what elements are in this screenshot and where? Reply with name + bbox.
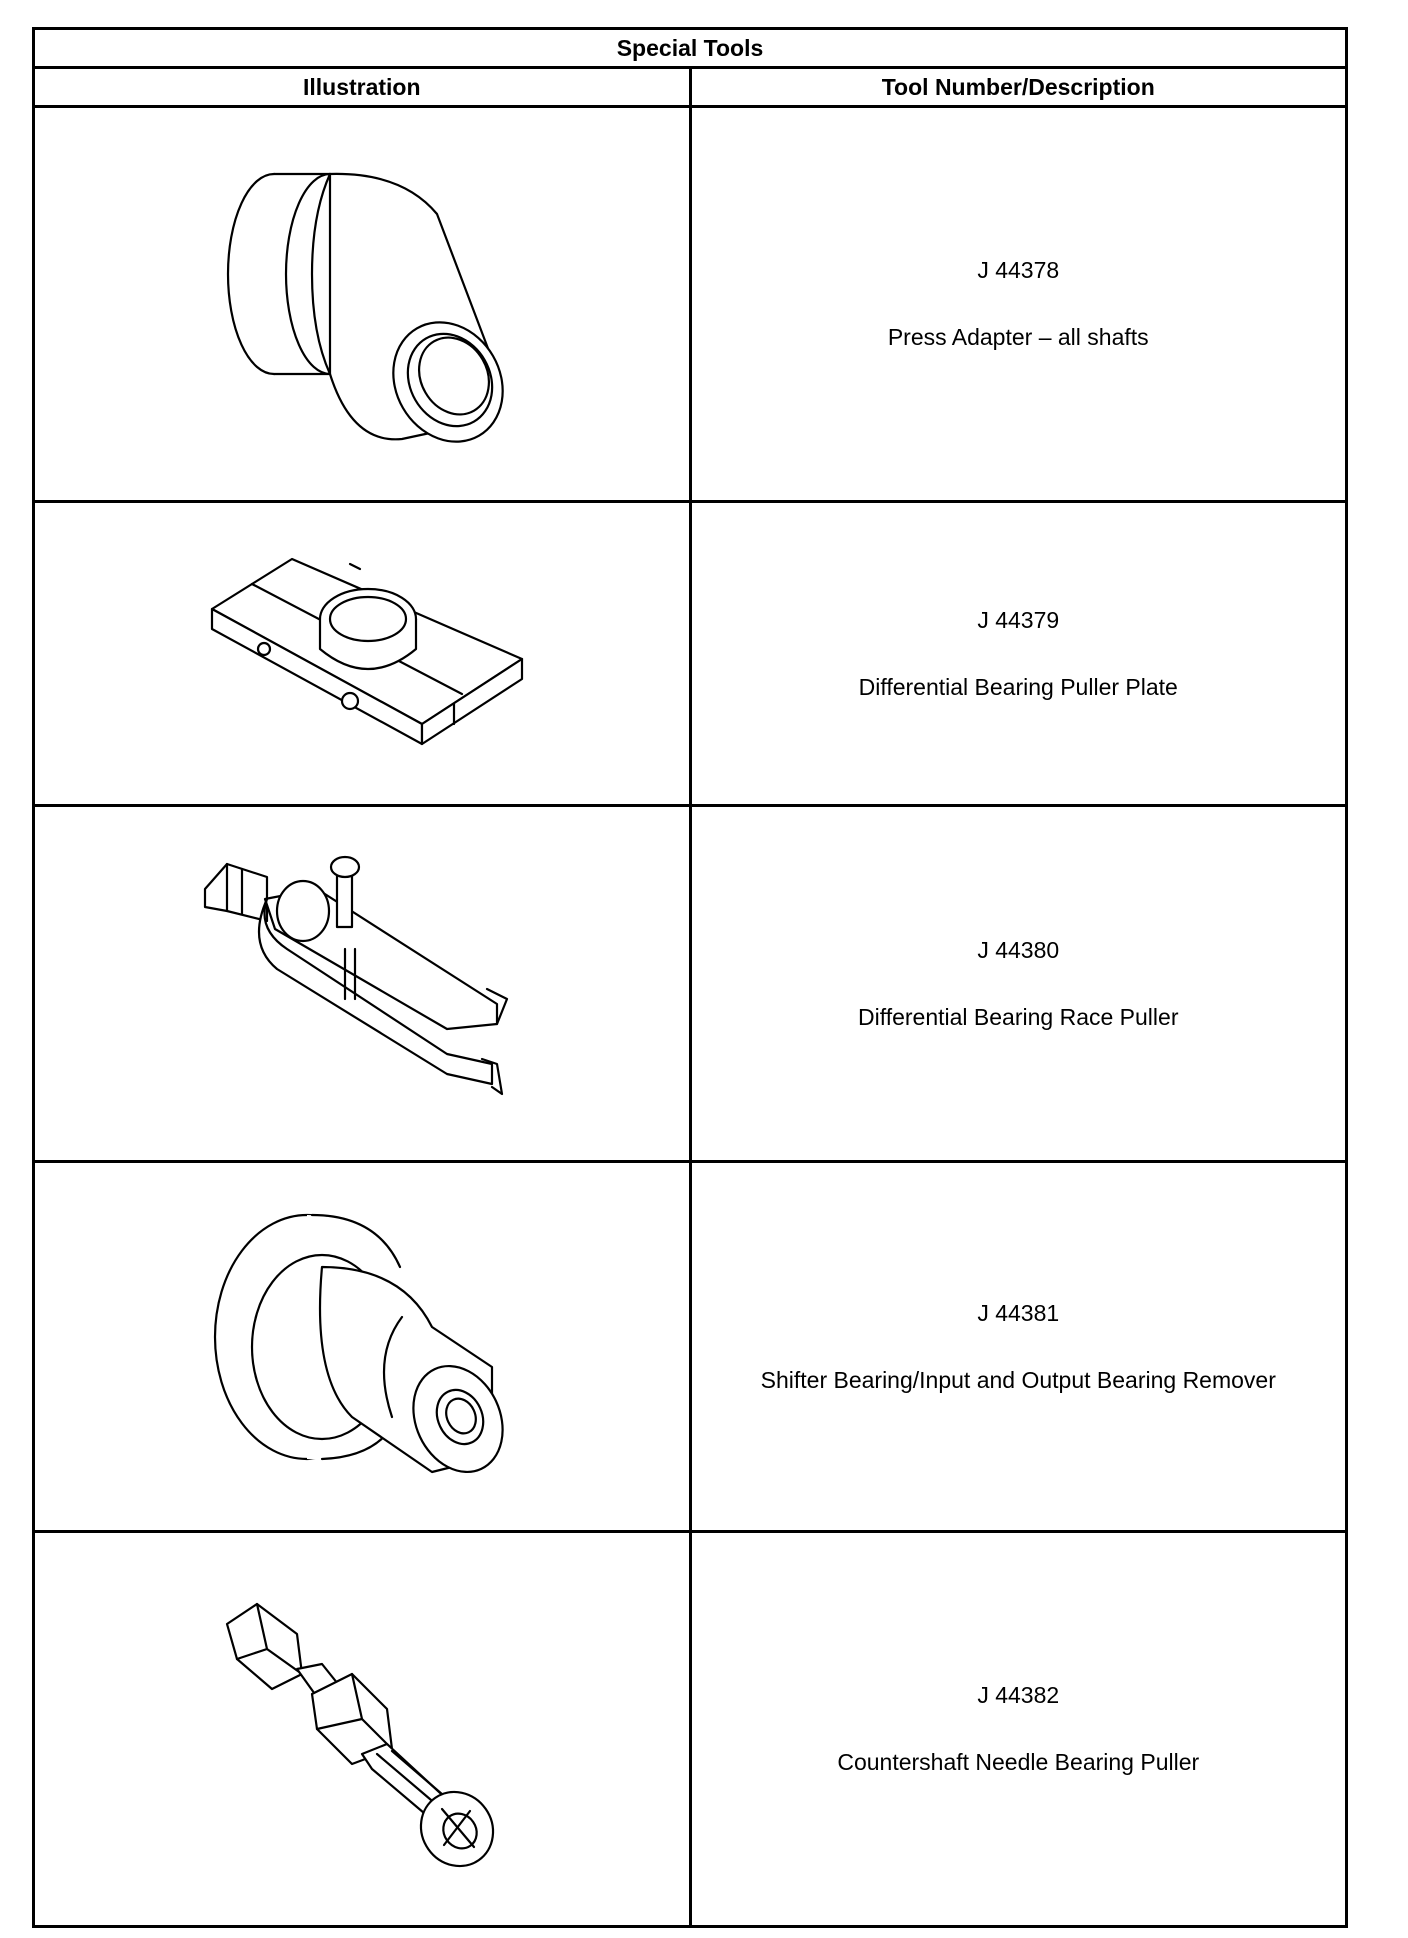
description-cell: J 44378 Press Adapter – all shafts [688, 104, 1348, 504]
table-row: J 44380 Differential Bearing Race Puller [32, 804, 1348, 1164]
illustration-cell [32, 1529, 692, 1929]
description-cell: J 44379 Differential Bearing Puller Plat… [688, 500, 1348, 808]
tool-number: J 44381 [977, 1299, 1060, 1326]
description-cell: J 44380 Differential Bearing Race Puller [688, 804, 1348, 1164]
description-cell: J 44382 Countershaft Needle Bearing Pull… [688, 1529, 1348, 1929]
tool-description: Shifter Bearing/Input and Output Bearing… [760, 1366, 1276, 1393]
puller-plate-icon [210, 557, 523, 745]
special-tools-table: Special Tools Illustration Tool Number/D… [32, 27, 1348, 1929]
tool-description: Differential Bearing Race Puller [858, 1003, 1179, 1030]
press-adapter-icon [226, 173, 504, 443]
table-row: J 44381 Shifter Bearing/Input and Output… [32, 1160, 1348, 1533]
tool-description: Countershaft Needle Bearing Puller [837, 1748, 1200, 1775]
illustration-cell [32, 804, 692, 1164]
bearing-remover-icon [213, 1213, 504, 1473]
table-row: J 44382 Countershaft Needle Bearing Pull… [32, 1529, 1348, 1929]
tool-number: J 44378 [977, 257, 1060, 284]
illustration-cell [32, 1160, 692, 1533]
table-row: J 44378 Press Adapter – all shafts [32, 104, 1348, 504]
column-header-tool: Tool Number/Description [688, 66, 1348, 108]
column-header-illustration: Illustration [32, 66, 692, 108]
special-tools-sheet: Special Tools Illustration Tool Number/D… [32, 27, 1348, 1929]
illustration-cell [32, 500, 692, 808]
tool-description: Differential Bearing Puller Plate [858, 673, 1178, 700]
needle-bearing-puller-icon [225, 1602, 494, 1867]
tool-description: Press Adapter – all shafts [887, 324, 1149, 351]
race-puller-icon [203, 855, 508, 1095]
tool-number: J 44379 [977, 606, 1060, 633]
table-row: J 44379 Differential Bearing Puller Plat… [32, 500, 1348, 808]
illustration-cell [32, 104, 692, 504]
tool-number: J 44382 [977, 1681, 1060, 1708]
table-title: Special Tools [32, 27, 1348, 69]
description-cell: J 44381 Shifter Bearing/Input and Output… [688, 1160, 1348, 1533]
tool-number: J 44380 [977, 936, 1060, 963]
